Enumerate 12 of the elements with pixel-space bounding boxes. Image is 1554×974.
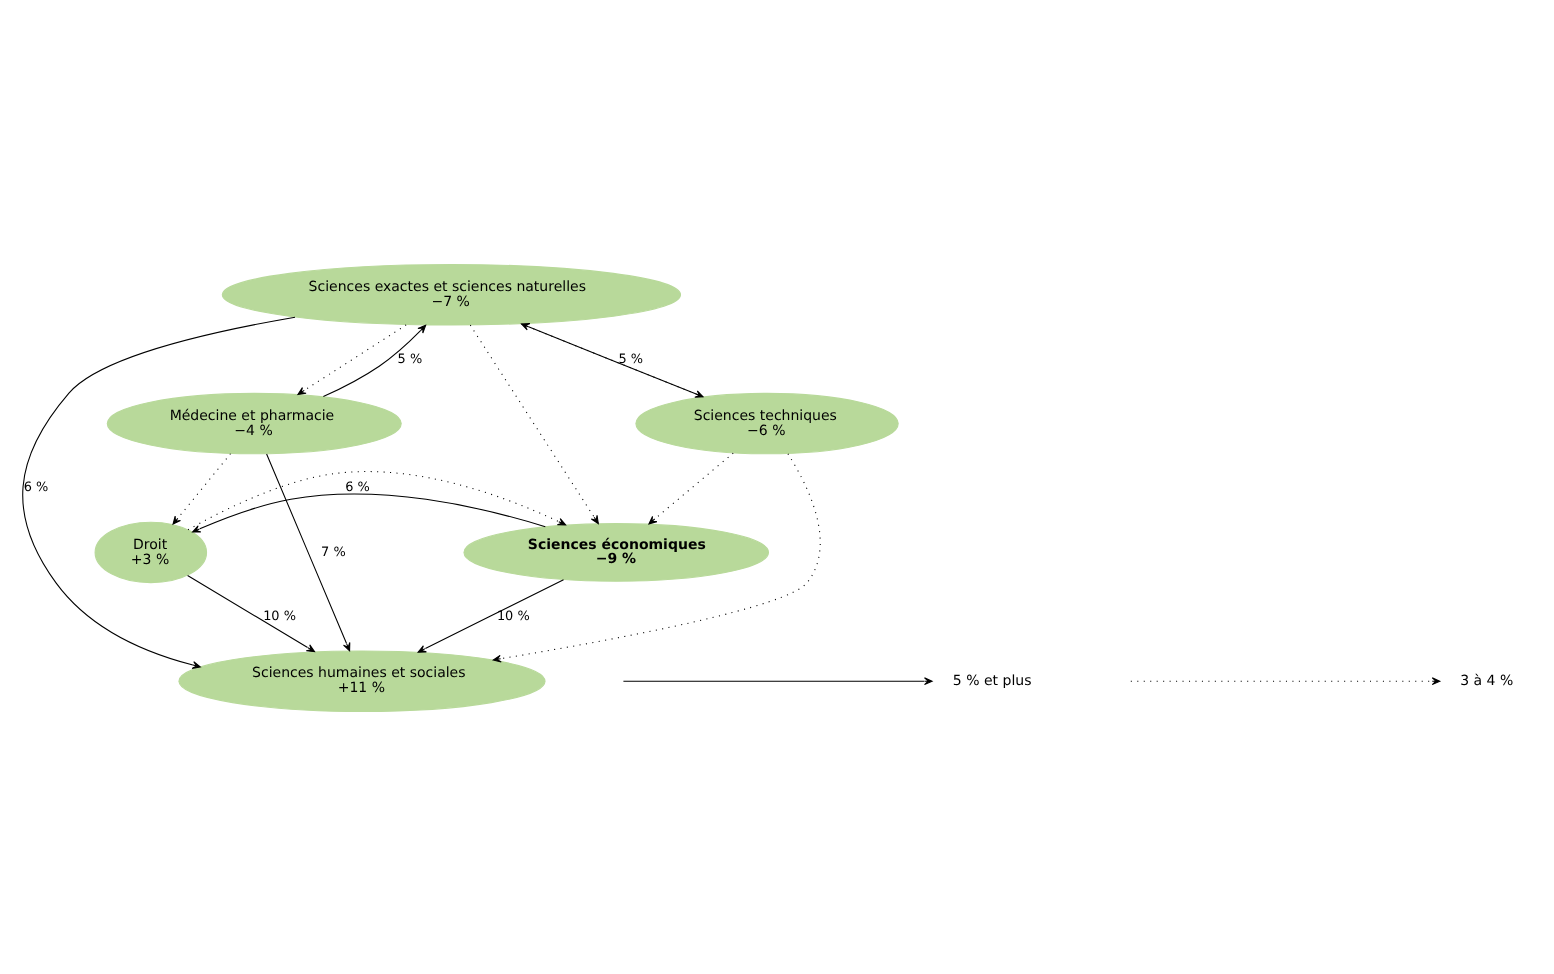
arrow <box>647 451 733 524</box>
arrow <box>416 578 564 652</box>
arrow <box>468 323 598 524</box>
arrow <box>265 452 350 651</box>
arrow <box>186 470 566 530</box>
arrow <box>21 315 295 668</box>
arrow <box>171 452 231 524</box>
arrow <box>191 492 545 532</box>
arrow <box>186 574 315 652</box>
arrow <box>321 323 426 397</box>
arrow <box>491 452 820 662</box>
arrow <box>296 323 406 394</box>
